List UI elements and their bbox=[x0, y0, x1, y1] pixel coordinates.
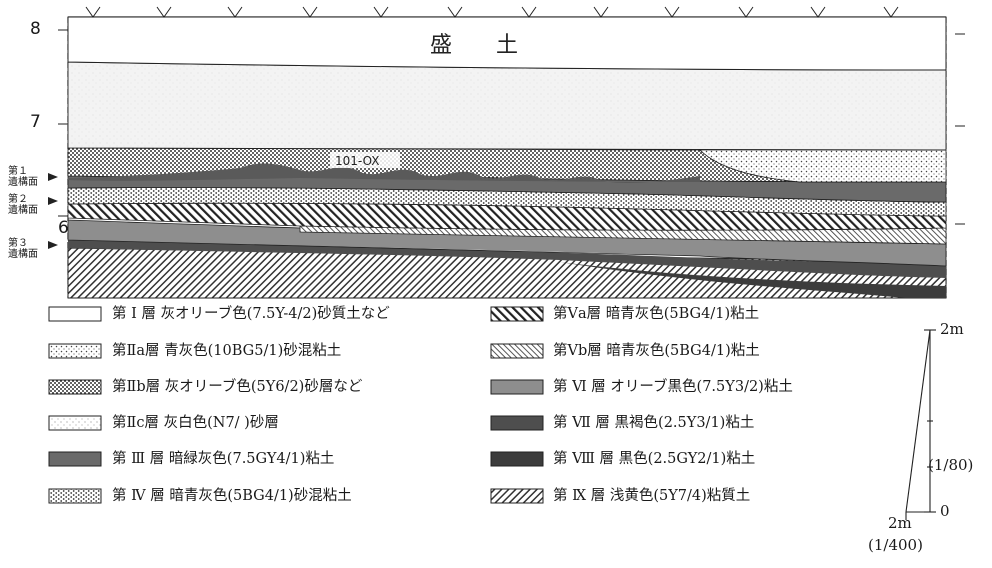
legend-layer-8: 第 Ⅷ 層 黒色(2.5GY2/1)粘土 bbox=[553, 449, 755, 469]
fill-soil-band bbox=[67, 16, 947, 71]
legend-layer-name: 第Ⅴb層 bbox=[553, 343, 602, 359]
legend-layer-name: 第 Ⅵ 層 bbox=[553, 379, 606, 395]
legend-layer-desc: 黒褐色(2.5Y3/1)粘土 bbox=[614, 415, 755, 431]
legend-layer-7: 第 Ⅶ 層 黒褐色(2.5Y3/1)粘土 bbox=[553, 413, 754, 433]
legend-layer-name: 第 Ⅰ 層 bbox=[112, 306, 156, 322]
top-check-marks bbox=[85, 6, 899, 18]
section-profile: 101-OX 盛 土 bbox=[48, 16, 965, 299]
legend-layer-2a: 第Ⅱa層 青灰色(10BG5/1)砂混粘土 bbox=[112, 341, 341, 361]
legend-layer-name: 第 Ⅸ 層 bbox=[553, 488, 606, 504]
layer-7-band bbox=[68, 240, 946, 278]
legend-layer-desc: 黒色(2.5GY2/1)粘土 bbox=[618, 451, 756, 467]
legend-layer-name: 第Ⅱb層 bbox=[112, 379, 161, 395]
surface-3-line-1: 第３ bbox=[8, 238, 28, 249]
legend-layer-desc: 暗青灰色(5BG4/1)粘土 bbox=[605, 306, 760, 322]
legend-layer-5b: 第Ⅴb層 暗青灰色(5BG4/1)粘土 bbox=[553, 341, 760, 361]
legend-layer-desc: 浅黄色(5Y7/4)粘質土 bbox=[609, 488, 751, 504]
legend-swatches bbox=[48, 306, 544, 504]
legend-layer-desc: オリーブ黒色(7.5Y3/2)粘土 bbox=[610, 379, 793, 395]
legend-layer-name: 第Ⅱa層 bbox=[112, 343, 160, 359]
depth-tick-6: 6 bbox=[58, 218, 69, 238]
legend-layer-desc: 暗青灰色(5BG4/1)砂混粘土 bbox=[169, 488, 352, 504]
surface-1-line-1: 第１ bbox=[8, 166, 28, 177]
depth-tick-7: 7 bbox=[30, 112, 41, 132]
sample-label: 101-OX bbox=[335, 154, 379, 168]
surface-2-line-1: 第２ bbox=[8, 194, 28, 205]
legend-layer-3: 第 Ⅲ 層 暗緑灰色(7.5GY4/1)粘土 bbox=[112, 449, 334, 469]
legend-layer-name: 第 Ⅳ 層 bbox=[112, 488, 165, 504]
legend-layer-desc: 灰オリーブ色(7.5Y-4/2)砂質土など bbox=[160, 306, 390, 322]
legend-layer-desc: 青灰色(10BG5/1)砂混粘土 bbox=[164, 343, 342, 359]
scale-vertical-zero: 0 bbox=[940, 502, 950, 520]
layer-2a-band bbox=[699, 149, 947, 183]
legend-layer-9: 第 Ⅸ 層 浅黄色(5Y7/4)粘質土 bbox=[553, 486, 750, 506]
legend-layer-desc: 暗緑灰色(7.5GY4/1)粘土 bbox=[168, 451, 335, 467]
legend-layer-1: 第 Ⅰ 層 灰オリーブ色(7.5Y-4/2)砂質土など bbox=[112, 304, 390, 324]
sample-label-box bbox=[330, 152, 400, 168]
legend-layer-2c: 第Ⅱc層 灰白色(N7/ )砂層 bbox=[112, 413, 279, 433]
scale-vertical-top: 2m bbox=[940, 320, 964, 338]
surface-3-line-2: 遺構面 bbox=[8, 249, 38, 260]
legend-layer-name: 第 Ⅲ 層 bbox=[112, 451, 165, 467]
scale-vertical-ratio: (1/80) bbox=[928, 456, 974, 474]
scale-horizontal-label: 2m bbox=[888, 514, 912, 532]
layer-3-lenses bbox=[68, 163, 700, 183]
legend-layer-6: 第 Ⅵ 層 オリーブ黒色(7.5Y3/2)粘土 bbox=[553, 377, 793, 397]
legend-layer-desc: 暗青灰色(5BG4/1)粘土 bbox=[606, 343, 760, 359]
legend-layer-name: 第Ⅱc層 bbox=[112, 415, 159, 431]
layer-1-band bbox=[67, 61, 947, 151]
legend-layer-2b: 第Ⅱb層 灰オリーブ色(5Y6/2)砂層など bbox=[112, 377, 362, 397]
scale-bar-graphic bbox=[905, 329, 936, 520]
depth-tick-8: 8 bbox=[30, 19, 41, 39]
legend-layer-5a: 第Ⅴa層 暗青灰色(5BG4/1)粘土 bbox=[553, 304, 759, 324]
fill-soil-label: 盛 土 bbox=[430, 33, 518, 58]
scale-horizontal-ratio: (1/400) bbox=[868, 536, 923, 554]
surface-1-line-2: 遺構面 bbox=[8, 177, 38, 188]
legend-layer-desc: 灰オリーブ色(5Y6/2)砂層など bbox=[164, 379, 363, 395]
surface-2-line-2: 遺構面 bbox=[8, 205, 38, 216]
legend-layer-name: 第Ⅴa層 bbox=[553, 306, 602, 322]
legend-layer-4: 第 Ⅳ 層 暗青灰色(5BG4/1)砂混粘土 bbox=[112, 486, 352, 506]
legend-layer-desc: 灰白色(N7/ )砂層 bbox=[163, 415, 279, 431]
legend-layer-name: 第 Ⅶ 層 bbox=[553, 415, 610, 431]
layer-8-band bbox=[560, 262, 946, 298]
legend-layer-name: 第 Ⅷ 層 bbox=[553, 451, 615, 467]
